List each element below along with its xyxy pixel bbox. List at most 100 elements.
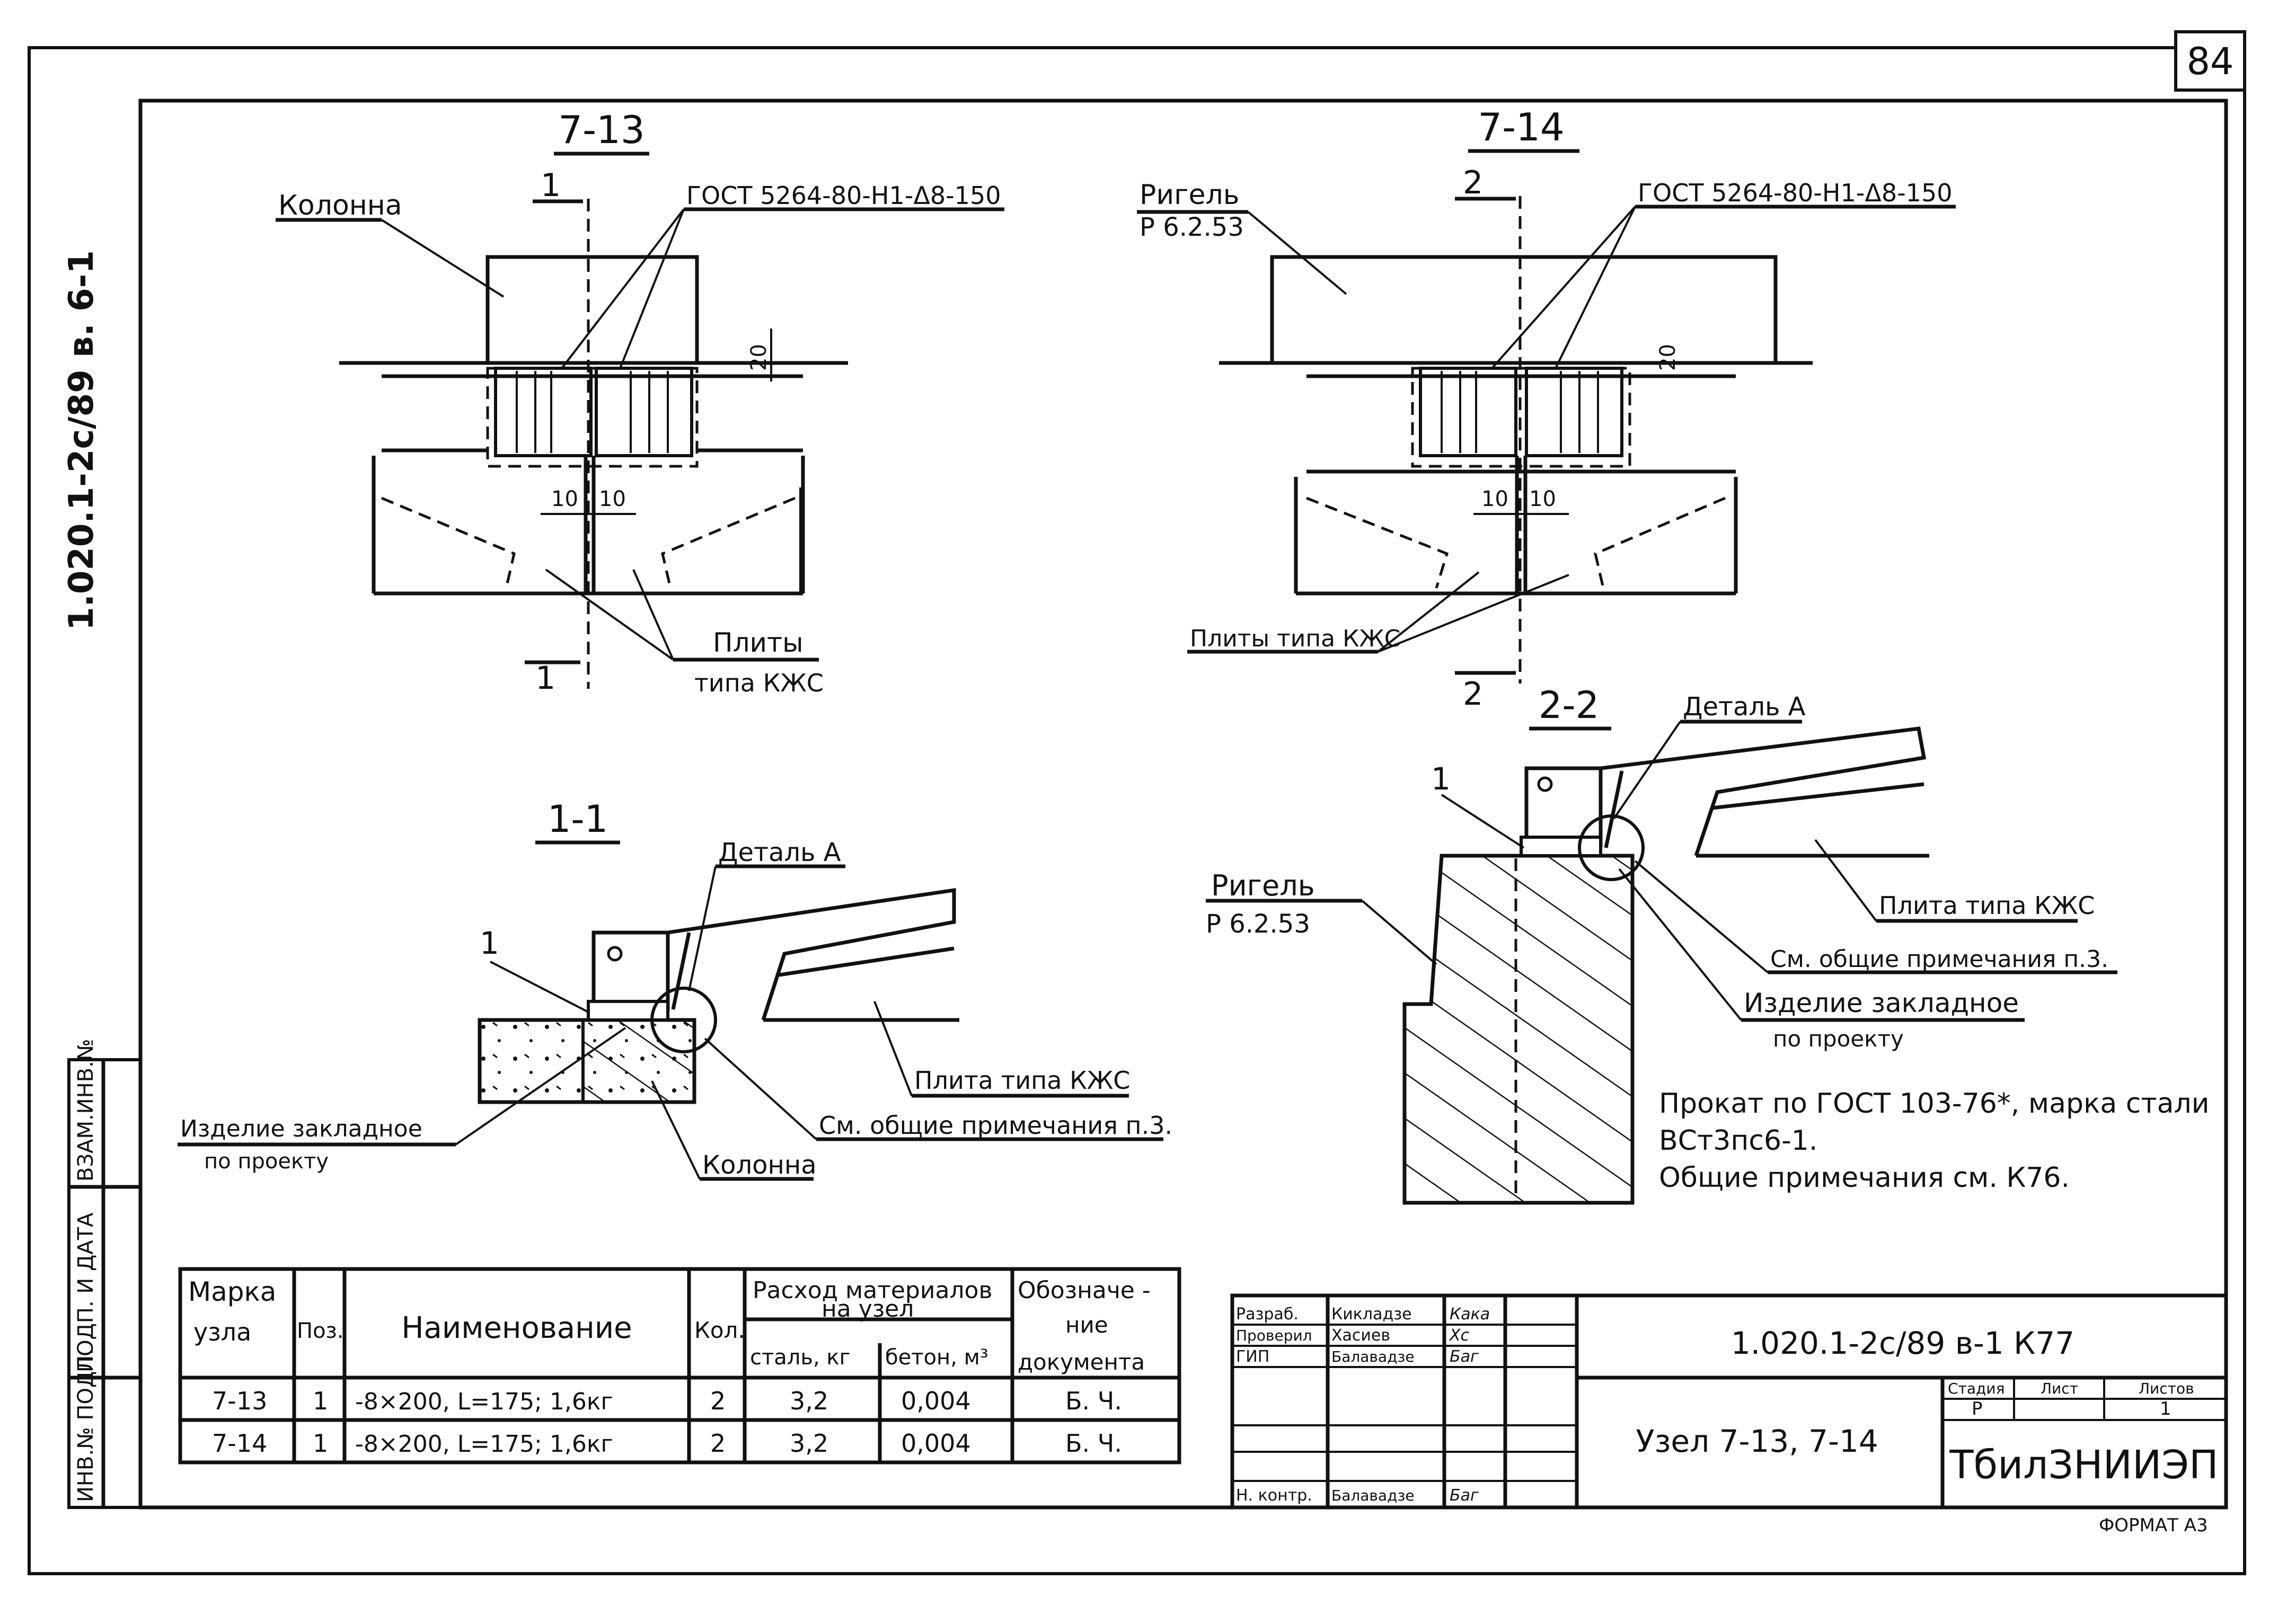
- tb-name-2: Хасиев: [1331, 1326, 1390, 1345]
- section-1-1-detail: Деталь А: [718, 838, 841, 867]
- view-7-13-gost: ГОСТ 5264-80-Н1-Δ8-150: [686, 181, 1001, 210]
- row1-marka: 7-13: [212, 1387, 267, 1415]
- section-mark-2-bottom: 2: [1463, 676, 1483, 713]
- row1-name: -8×200, L=175; 1,6кг: [355, 1388, 613, 1415]
- view-7-14-plity: Плиты типа КЖС: [1190, 625, 1400, 652]
- th-beton: бетон, м³: [885, 1345, 988, 1370]
- tb-sign-1: Кака: [1450, 1305, 1490, 1324]
- section-2-2-sm: См. общие примечания п.3.: [1770, 946, 2108, 973]
- th-kol: Кол.: [694, 1317, 745, 1343]
- view-7-14-dim10a: 10: [1481, 487, 1508, 511]
- section-2-2-izdelie: Изделие закладное: [1744, 988, 2019, 1018]
- row1-kol: 2: [710, 1387, 726, 1415]
- tb-stage-label: Стадия: [1948, 1380, 2005, 1397]
- tb-org: ТбилЗНИИЭП: [1949, 1442, 2218, 1488]
- side-label-podp: ПОДП. И ДАТА: [74, 1212, 98, 1372]
- note-line-2: ВСт3пс6-1.: [1659, 1125, 1817, 1157]
- row2-name: -8×200, L=175; 1,6кг: [355, 1431, 613, 1458]
- note-line-3: Общие примечания см. К76.: [1659, 1162, 2070, 1194]
- inner-frame: [138, 99, 2228, 1510]
- th-stal: сталь, кг: [750, 1345, 851, 1370]
- page-number: 84: [2186, 40, 2233, 83]
- row2-kol: 2: [710, 1429, 726, 1458]
- side-code: 1.020.1-2с/89 в. 6-1: [62, 250, 101, 631]
- row1-doc: Б. Ч.: [1065, 1387, 1122, 1415]
- tb-role-2: Проверил: [1236, 1327, 1312, 1344]
- view-7-14-rigel-code: Р 6.2.53: [1140, 212, 1244, 242]
- row1-poz: 1: [313, 1387, 328, 1415]
- row1-beton: 0,004: [901, 1387, 971, 1415]
- side-label-inv: ИНВ.№ ПОДЛ.: [74, 1348, 98, 1502]
- th-marka: Марка: [188, 1276, 276, 1307]
- th-oboz3: документа: [1018, 1349, 1145, 1375]
- tb-name-4: Балавадзе: [1331, 1487, 1415, 1504]
- section-2-2: 2-2 1 Деталь А Ригель Р 6.2.53 Плита тип…: [1206, 684, 2117, 1205]
- row2-marka: 7-14: [212, 1429, 267, 1458]
- view-7-13: 7-13 1 1 ГОСТ 5264-80-Н1-Δ8-150 Ко: [276, 108, 1004, 697]
- th-rashod: Расход материалов: [753, 1277, 992, 1304]
- section-mark-1-top: 1: [541, 167, 561, 204]
- view-7-13-dim10b: 10: [599, 487, 626, 511]
- tb-sheets: 1: [2160, 1398, 2171, 1419]
- tb-sheets-label: Листов: [2139, 1380, 2194, 1397]
- row2-doc: Б. Ч.: [1065, 1429, 1122, 1458]
- th-oboz2: ние: [1065, 1312, 1108, 1338]
- tb-stage: Р: [1972, 1398, 1983, 1419]
- tb-doc-title: Узел 7-13, 7-14: [1636, 1423, 1878, 1459]
- section-1-1-izdelie: Изделие закладное: [180, 1115, 422, 1142]
- format-label: ФОРМАТ А3: [2099, 1515, 2208, 1536]
- view-7-13-plity2: типа КЖС: [694, 669, 824, 697]
- title-block: Разраб. Кикладзе Кака Проверил Хасиев Хс…: [1230, 1293, 2228, 1510]
- row2-stal: 3,2: [790, 1429, 828, 1458]
- section-2-2-rigel-code: Р 6.2.53: [1206, 909, 1310, 939]
- th-oboz1: Обозначе -: [1018, 1277, 1151, 1304]
- section-1-1: 1-1 1 Деталь А Плита типа КЖС См. общие …: [178, 797, 1172, 1181]
- view-7-13-dim20: 20: [747, 344, 771, 371]
- spec-table: Марка узла Поз. Наименование Кол. Расход…: [178, 1267, 1181, 1465]
- section-2-2-plita: Плита типа КЖС: [1879, 891, 2095, 920]
- tb-role-4: Н. контр.: [1236, 1486, 1312, 1505]
- tb-role-3: ГИП: [1236, 1347, 1269, 1366]
- row2-poz: 1: [313, 1429, 328, 1458]
- section-mark-1-bottom: 1: [535, 660, 555, 697]
- outer-frame: [28, 46, 2246, 1575]
- view-7-13-plity: Плиты: [713, 627, 804, 658]
- view-7-14-dim20: 20: [1656, 344, 1680, 371]
- section-1-1-title: 1-1: [548, 797, 608, 841]
- view-7-13-kolonna: Колонна: [278, 190, 402, 221]
- section-2-2-pos: 1: [1431, 761, 1451, 797]
- row1-stal: 3,2: [790, 1387, 828, 1415]
- row2-beton: 0,004: [901, 1429, 971, 1458]
- th-name: Наименование: [401, 1311, 632, 1345]
- tb-name-1: Кикладзе: [1331, 1305, 1412, 1324]
- tb-sheet-label: Лист: [2041, 1380, 2078, 1397]
- tb-role-1: Разраб.: [1236, 1305, 1299, 1324]
- section-2-2-title: 2-2: [1539, 684, 1599, 727]
- section-2-2-detail: Деталь А: [1683, 692, 1806, 722]
- tb-doc-code: 1.020.1-2с/89 в-1 К77: [1731, 1325, 2074, 1361]
- section-1-1-sm: См. общие примечания п.3.: [819, 1111, 1172, 1140]
- page-number-box: [2174, 30, 2246, 92]
- section-1-1-po-proektu: по проекту: [204, 1149, 329, 1174]
- section-1-1-plita: Плита типа КЖС: [914, 1066, 1130, 1095]
- view-7-14-gost: ГОСТ 5264-80-Н1-Δ8-150: [1638, 179, 1953, 207]
- section-mark-2-top: 2: [1463, 164, 1483, 201]
- view-7-13-dim10a: 10: [551, 487, 578, 511]
- tb-sign-3: Баг: [1450, 1347, 1479, 1366]
- section-1-1-pos: 1: [480, 925, 499, 961]
- section-2-2-rigel: Ригель: [1211, 869, 1315, 902]
- th-poz: Поз.: [297, 1319, 344, 1343]
- note-line-1: Прокат по ГОСТ 103-76*, марка стали: [1659, 1088, 2210, 1120]
- tb-sign-4: Баг: [1450, 1486, 1479, 1505]
- side-label-vzam: ВЗАМ.ИНВ.№: [74, 1039, 98, 1182]
- view-7-14-title: 7-14: [1478, 105, 1564, 149]
- view-7-14-dim10b: 10: [1529, 487, 1556, 511]
- view-7-14: 7-14 2 2 ГОСТ 5264-80-Н1-Δ8-150 Ригель Р…: [1137, 105, 1956, 713]
- view-7-14-rigel: Ригель: [1140, 179, 1239, 211]
- view-7-13-title: 7-13: [558, 108, 644, 152]
- section-1-1-kolonna: Колонна: [702, 1150, 817, 1180]
- th-uzla: узла: [193, 1318, 251, 1346]
- detail-a-circle: [650, 987, 717, 1053]
- th-na-uzel: на узел: [822, 1295, 914, 1323]
